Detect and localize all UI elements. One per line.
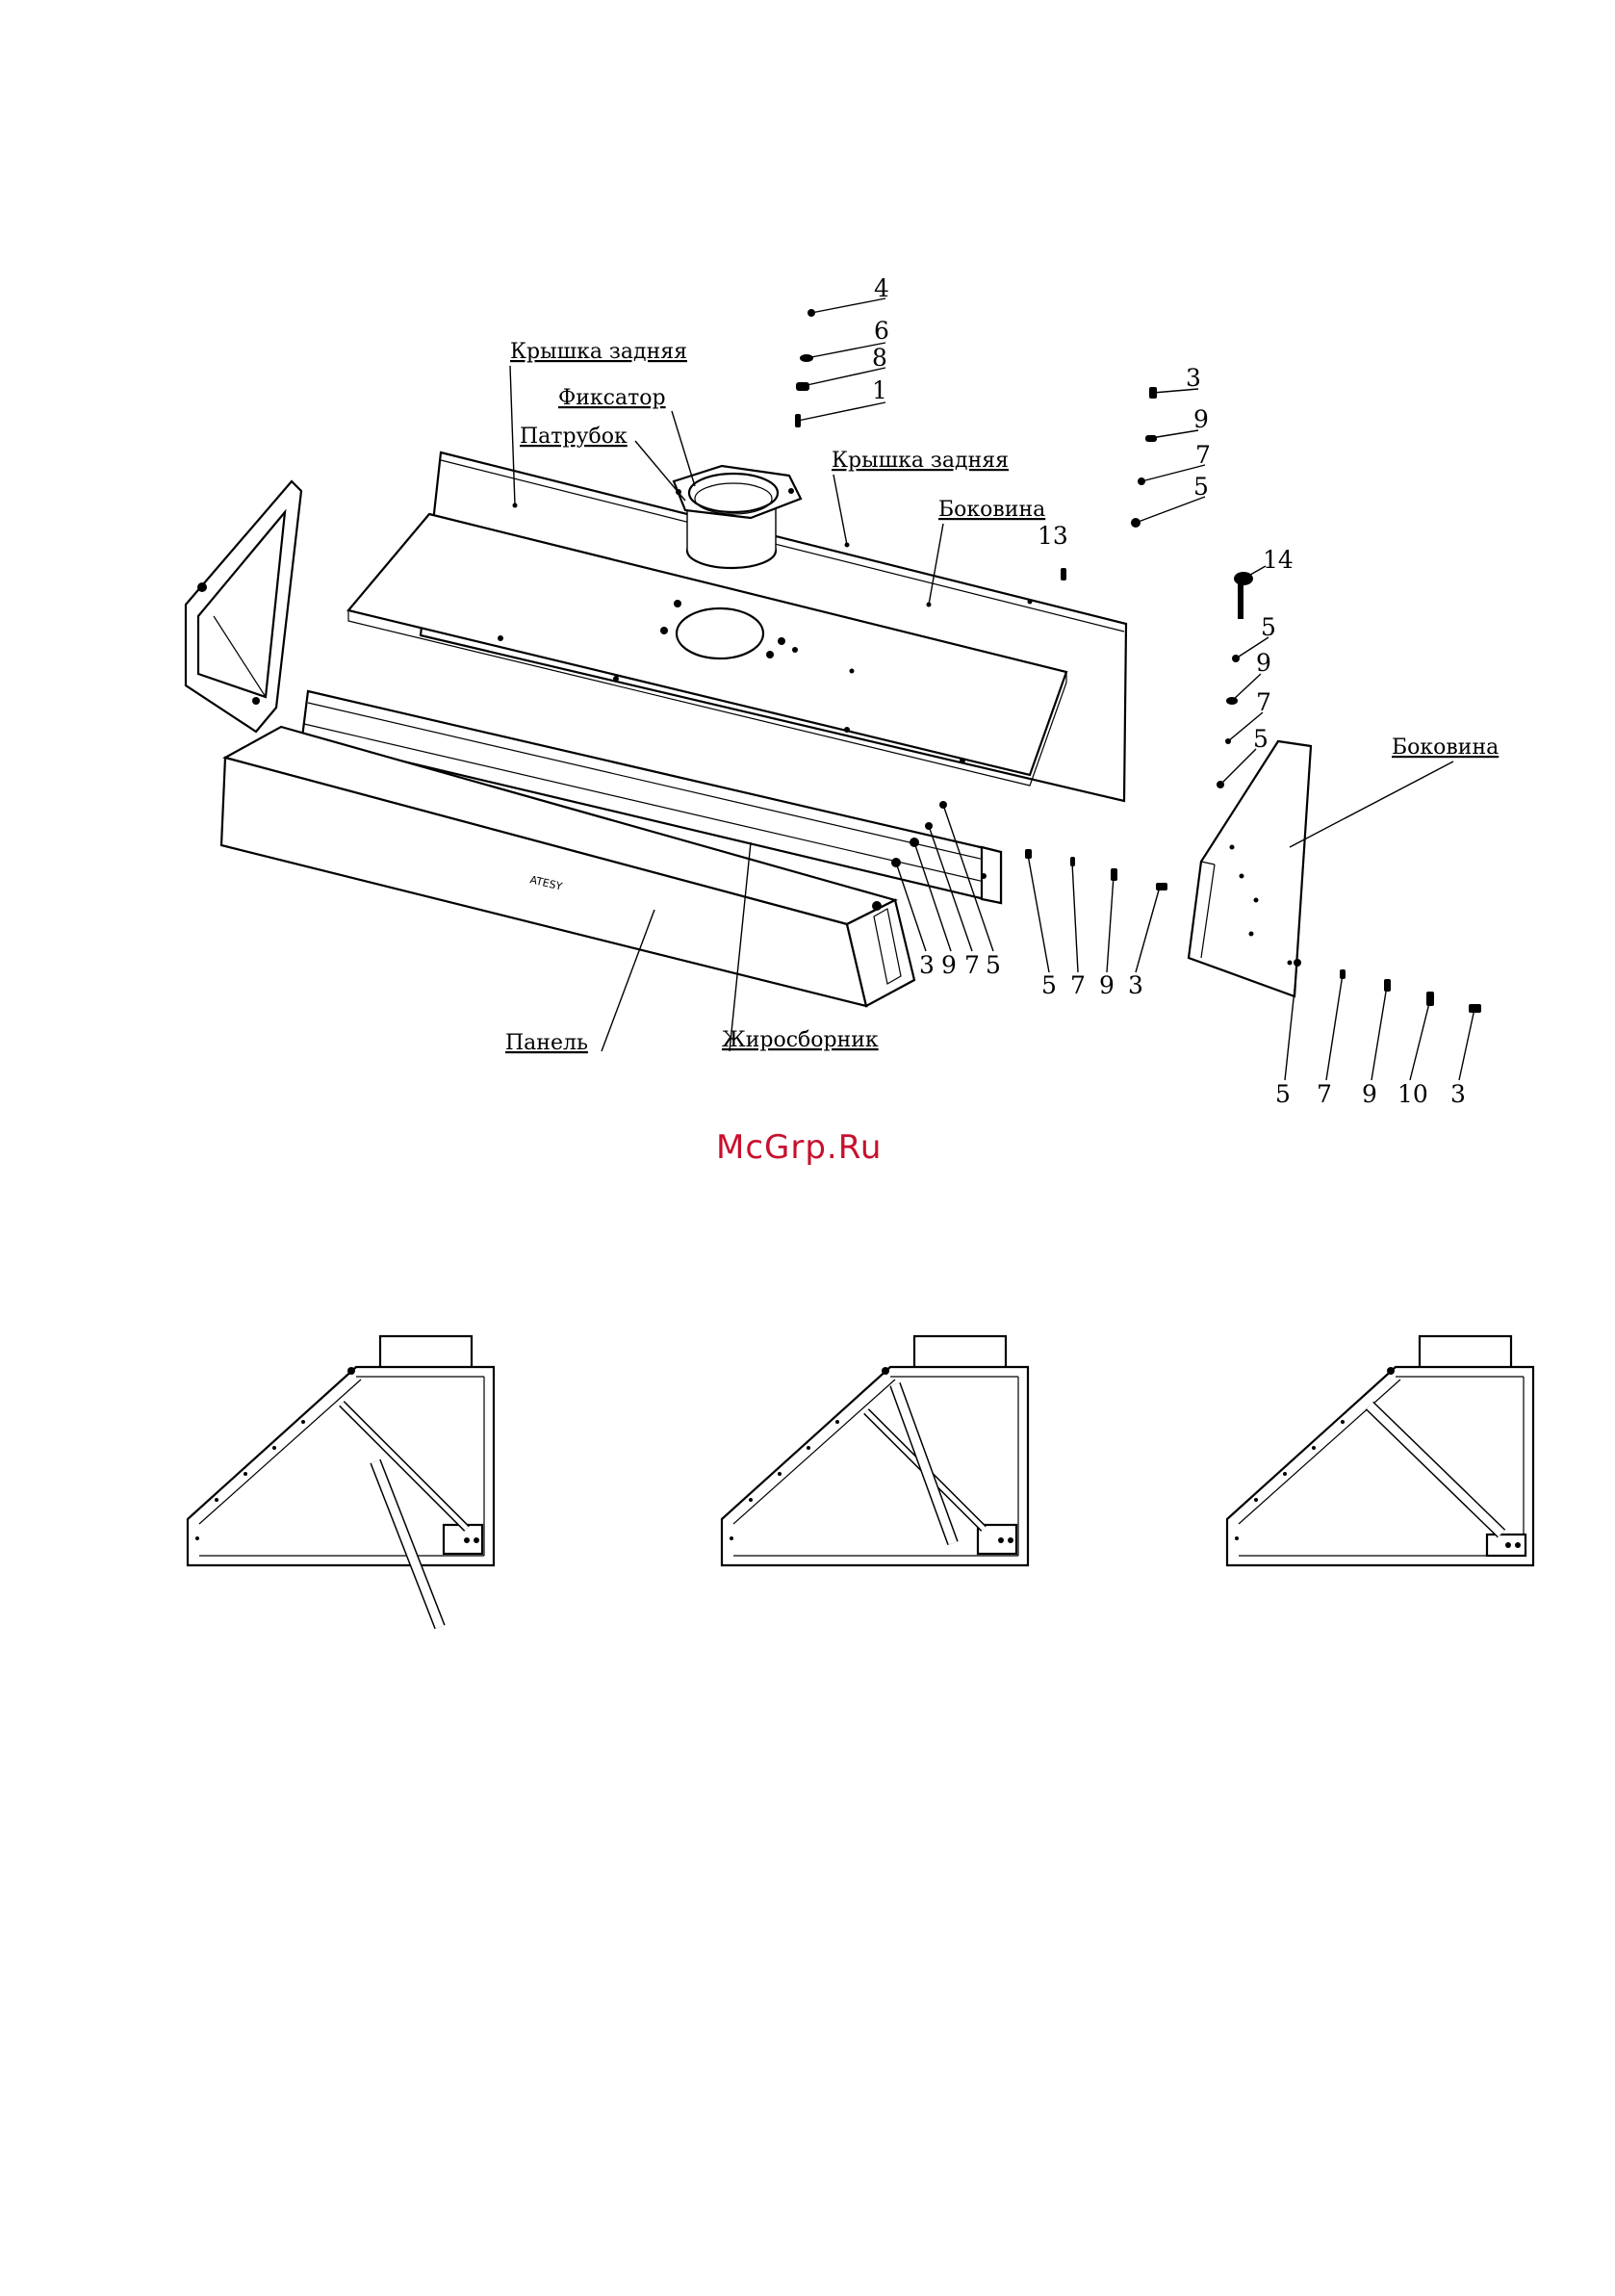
label-side-1: Боковина bbox=[938, 498, 1045, 522]
callout-1: 1 bbox=[872, 376, 887, 404]
callout-side-7: 7 bbox=[1256, 688, 1271, 716]
callout-br-9: 9 bbox=[1362, 1080, 1377, 1108]
callout-mid-9: 9 bbox=[941, 951, 957, 979]
callout-right-9: 9 bbox=[1193, 405, 1209, 433]
callout-right-5: 5 bbox=[1193, 473, 1209, 501]
callout-row-7: 7 bbox=[1070, 971, 1086, 999]
callout-br-5: 5 bbox=[1275, 1080, 1291, 1108]
callout-side-5a: 5 bbox=[1261, 613, 1276, 641]
callout-right-7: 7 bbox=[1195, 441, 1211, 469]
callout-side-9: 9 bbox=[1256, 649, 1271, 677]
callout-row-3: 3 bbox=[1128, 971, 1143, 999]
callout-right-3: 3 bbox=[1186, 364, 1201, 392]
left-side-frame bbox=[186, 481, 301, 732]
callout-mid-7: 7 bbox=[964, 951, 980, 979]
callout-br-7: 7 bbox=[1317, 1080, 1332, 1108]
side-view-open bbox=[188, 1336, 494, 1627]
callout-4: 4 bbox=[874, 274, 889, 302]
callout-6: 6 bbox=[874, 317, 889, 345]
right-side-panel bbox=[1189, 741, 1311, 996]
callout-mid-5: 5 bbox=[986, 951, 1001, 979]
callout-br-10: 10 bbox=[1397, 1080, 1428, 1108]
callout-side-5b: 5 bbox=[1253, 725, 1269, 753]
callout-row-5: 5 bbox=[1041, 971, 1057, 999]
label-back-cover-2: Крышка задняя bbox=[832, 449, 1009, 473]
side-view-half bbox=[722, 1336, 1028, 1565]
callout-14: 14 bbox=[1263, 546, 1294, 574]
label-pipe: Патрубок bbox=[520, 425, 628, 449]
side-view-closed bbox=[1227, 1336, 1533, 1565]
label-grease-collector: Жиросборник bbox=[722, 1028, 879, 1052]
callout-br-3: 3 bbox=[1450, 1080, 1466, 1108]
callout-13: 13 bbox=[1038, 522, 1068, 550]
label-latch: Фиксатор bbox=[558, 386, 666, 410]
label-panel: Панель bbox=[505, 1031, 588, 1055]
callout-mid-3: 3 bbox=[919, 951, 935, 979]
label-side-2: Боковина bbox=[1392, 735, 1499, 760]
label-back-cover-1: Крышка задняя bbox=[510, 340, 687, 364]
callout-8: 8 bbox=[872, 344, 887, 372]
watermark: McGrp.Ru bbox=[716, 1128, 882, 1167]
callout-row-9: 9 bbox=[1099, 971, 1115, 999]
